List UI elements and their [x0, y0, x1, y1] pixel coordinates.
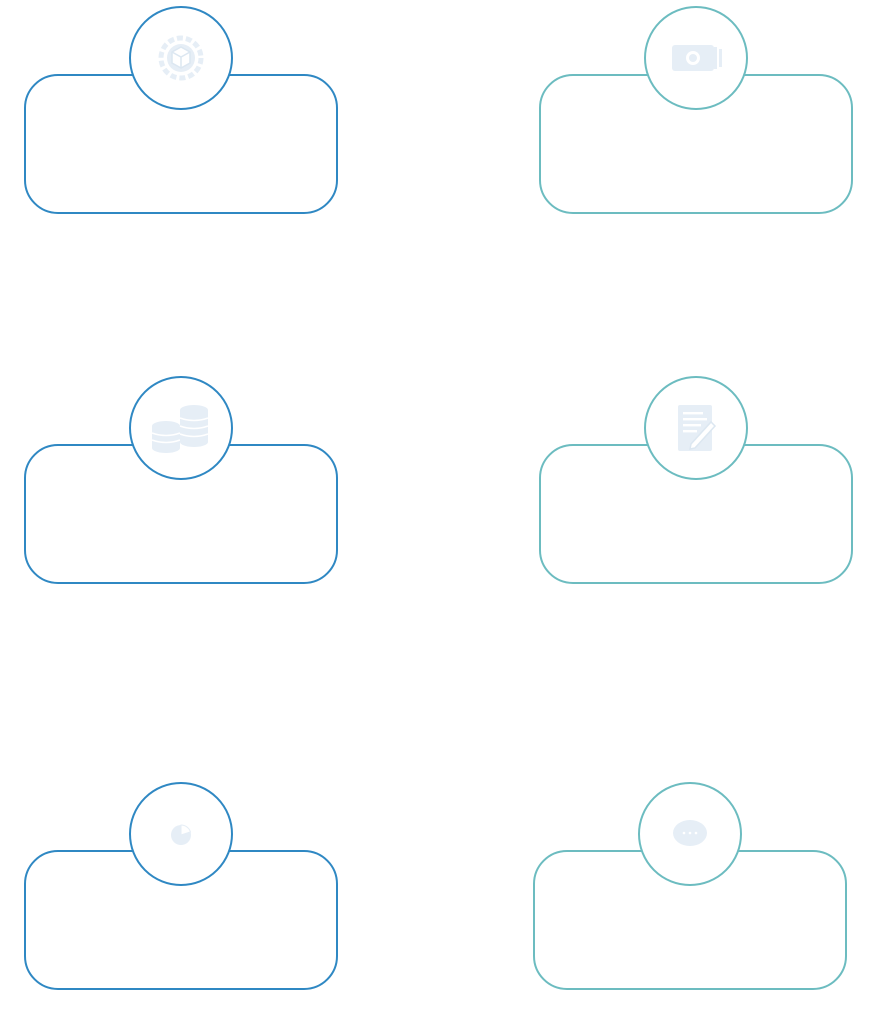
coin-stacks-icon [150, 402, 212, 454]
card-2-badge [644, 6, 748, 110]
banknote-icon [669, 38, 723, 78]
card-2-box [539, 74, 853, 214]
package-gear-icon [158, 35, 204, 81]
card-3-badge [129, 376, 233, 480]
chat-bubble-icon [671, 819, 709, 849]
document-edit-icon [675, 402, 717, 454]
card-4-badge [644, 376, 748, 480]
card-1-badge [129, 6, 233, 110]
card-5-badge [129, 782, 233, 886]
pie-chart-icon [168, 821, 194, 847]
card-6-badge [638, 782, 742, 886]
